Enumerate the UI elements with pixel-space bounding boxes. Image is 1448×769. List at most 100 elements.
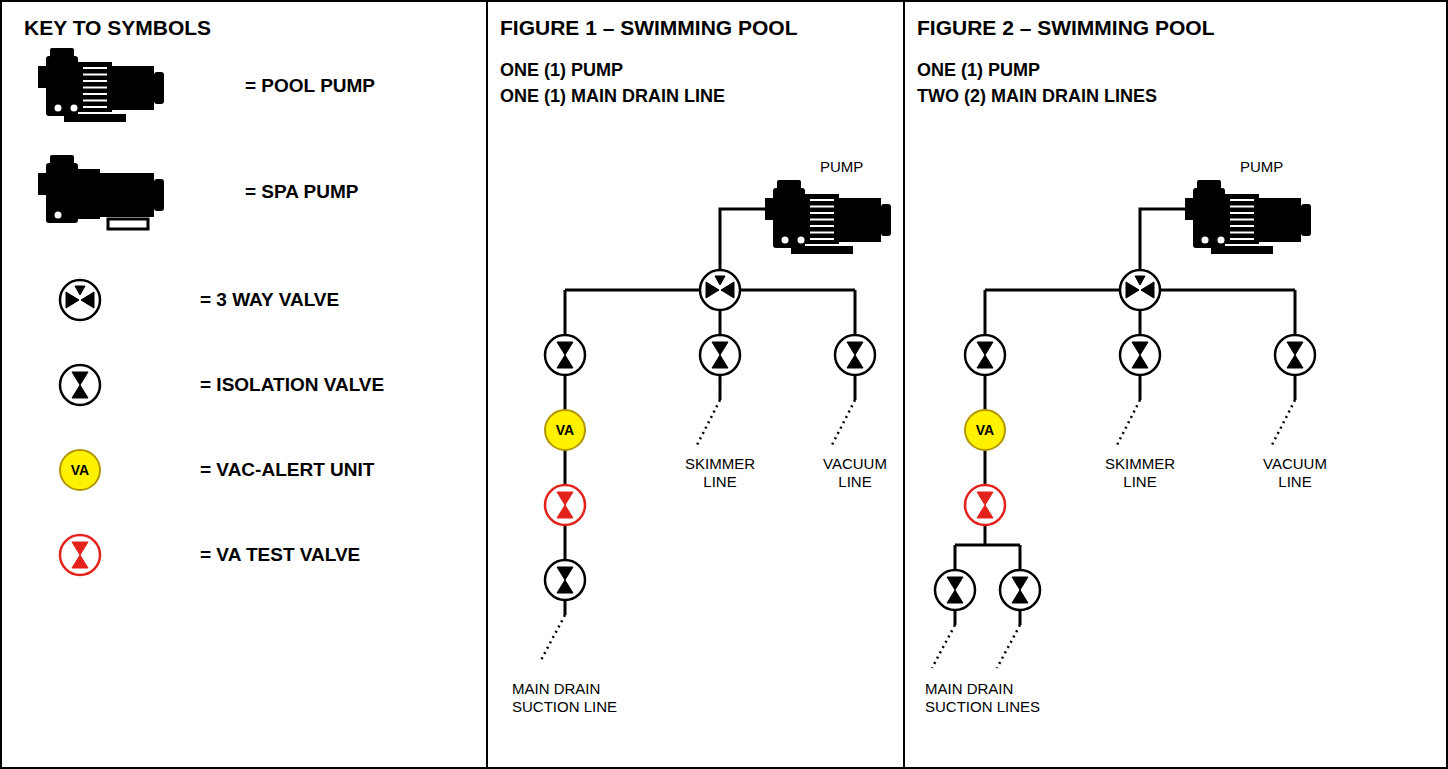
base-bolt xyxy=(782,237,789,244)
valve-flap xyxy=(715,276,725,285)
strainer-lid xyxy=(1197,180,1221,190)
line-label: MAIN DRAIN SUCTION LINES xyxy=(925,680,1065,716)
housing-rib xyxy=(1230,206,1254,208)
housing-rib xyxy=(810,232,834,234)
drain-plug xyxy=(55,212,62,219)
buried-pipe-line xyxy=(1117,400,1140,445)
valve-flap xyxy=(1287,342,1303,355)
valve-flap xyxy=(557,580,573,593)
valve-body xyxy=(965,335,1005,375)
pump-foot xyxy=(108,219,148,229)
valve-flap xyxy=(72,542,88,555)
figure-panel: VAFIGURE 1 – SWIMMING POOLONE (1) PUMPON… xyxy=(486,0,905,769)
vac-alert-unit: VA xyxy=(543,408,587,452)
spa-pump-icon xyxy=(38,155,164,229)
base-bolt xyxy=(1218,237,1225,244)
housing-rib xyxy=(1230,225,1254,227)
va-test-valve-symbol xyxy=(60,535,100,575)
isolation-valve-symbol xyxy=(700,335,740,375)
valve-flap xyxy=(1287,355,1303,368)
pump-base xyxy=(1211,246,1273,254)
valve-body xyxy=(1120,335,1160,375)
strainer-lid xyxy=(50,155,74,165)
valve-flap xyxy=(1012,590,1028,603)
pump-motor xyxy=(112,66,154,110)
motor-end-cap xyxy=(881,204,891,236)
valve-flap xyxy=(947,590,963,603)
valve-body xyxy=(545,335,585,375)
housing-rib xyxy=(810,212,834,214)
housing-rib xyxy=(1230,232,1254,234)
key-entry: = POOL PUMP xyxy=(245,75,375,97)
motor-end-cap xyxy=(1301,204,1311,236)
pool-pump-icon xyxy=(38,48,164,122)
line-label: SKIMMER LINE xyxy=(1094,455,1186,491)
valve-flap xyxy=(977,492,993,505)
pump-base xyxy=(64,114,126,122)
buried-pipe-line xyxy=(997,625,1020,668)
valve-flap xyxy=(847,355,863,368)
valve-flap xyxy=(557,492,573,505)
line-label: MAIN DRAIN SUCTION LINE xyxy=(512,680,647,716)
valve-flap xyxy=(977,355,993,368)
unit-label: VA xyxy=(963,408,1007,452)
valve-flap xyxy=(557,342,573,355)
valve-flap xyxy=(1012,577,1028,590)
key-entry: = 3 WAY VALVE xyxy=(200,289,339,311)
va-test-valve-symbol xyxy=(965,485,1005,525)
valve-flap xyxy=(706,282,719,298)
housing-rib xyxy=(1230,199,1254,201)
pipe-line xyxy=(955,544,1020,547)
key-entry: = VAC-ALERT UNIT xyxy=(200,459,374,481)
valve-body xyxy=(1120,270,1160,310)
panel-subtitle: ONE (1) PUMP xyxy=(917,60,1040,81)
va-test-valve-symbol xyxy=(545,485,585,525)
valve-body xyxy=(935,570,975,610)
valve-body xyxy=(1000,570,1040,610)
panel-title: KEY TO SYMBOLS xyxy=(24,16,211,40)
housing-rib xyxy=(810,219,834,221)
unit-label: VA xyxy=(58,448,102,492)
isolation-valve-symbol xyxy=(60,365,100,405)
base-bolt xyxy=(71,105,78,112)
valve-flap xyxy=(1132,355,1148,368)
valve-flap xyxy=(1132,342,1148,355)
housing-rib xyxy=(810,206,834,208)
valve-flap xyxy=(977,505,993,518)
isolation-valve-symbol xyxy=(965,335,1005,375)
pump-housing xyxy=(78,62,112,112)
housing-rib xyxy=(83,93,107,95)
housing-rib xyxy=(83,74,107,76)
pump-label: PUMP xyxy=(820,158,863,176)
valve-flap xyxy=(66,292,79,308)
three-way-valve-symbol xyxy=(60,280,100,320)
valve-flap xyxy=(72,372,88,385)
valve-flap xyxy=(75,286,85,295)
strainer-pot xyxy=(773,188,805,248)
unit-label: VA xyxy=(543,408,587,452)
valve-flap xyxy=(1126,282,1139,298)
valve-flap xyxy=(712,342,728,355)
panel-subtitle: TWO (2) MAIN DRAIN LINES xyxy=(917,86,1157,107)
housing-rib xyxy=(810,225,834,227)
isolation-valve-symbol xyxy=(1120,335,1160,375)
isolation-valve-symbol xyxy=(1275,335,1315,375)
isolation-valve-symbol xyxy=(1000,570,1040,610)
isolation-valve-symbol xyxy=(545,560,585,600)
key-entry: = SPA PUMP xyxy=(245,181,359,203)
valve-body xyxy=(835,335,875,375)
valve-flap xyxy=(947,577,963,590)
valve-body xyxy=(545,485,585,525)
buried-pipe-line xyxy=(540,615,565,662)
pump-motor xyxy=(1259,198,1301,242)
vac-alert-unit: VA xyxy=(963,408,1007,452)
housing-rib xyxy=(83,87,107,89)
valve-body xyxy=(700,270,740,310)
housing-rib xyxy=(83,67,107,69)
three-way-valve-symbol xyxy=(1120,270,1160,310)
pool-pump-icon xyxy=(765,180,891,254)
valve-body xyxy=(60,280,100,320)
panel-subtitle: ONE (1) PUMP xyxy=(500,60,623,81)
housing-rib xyxy=(83,80,107,82)
